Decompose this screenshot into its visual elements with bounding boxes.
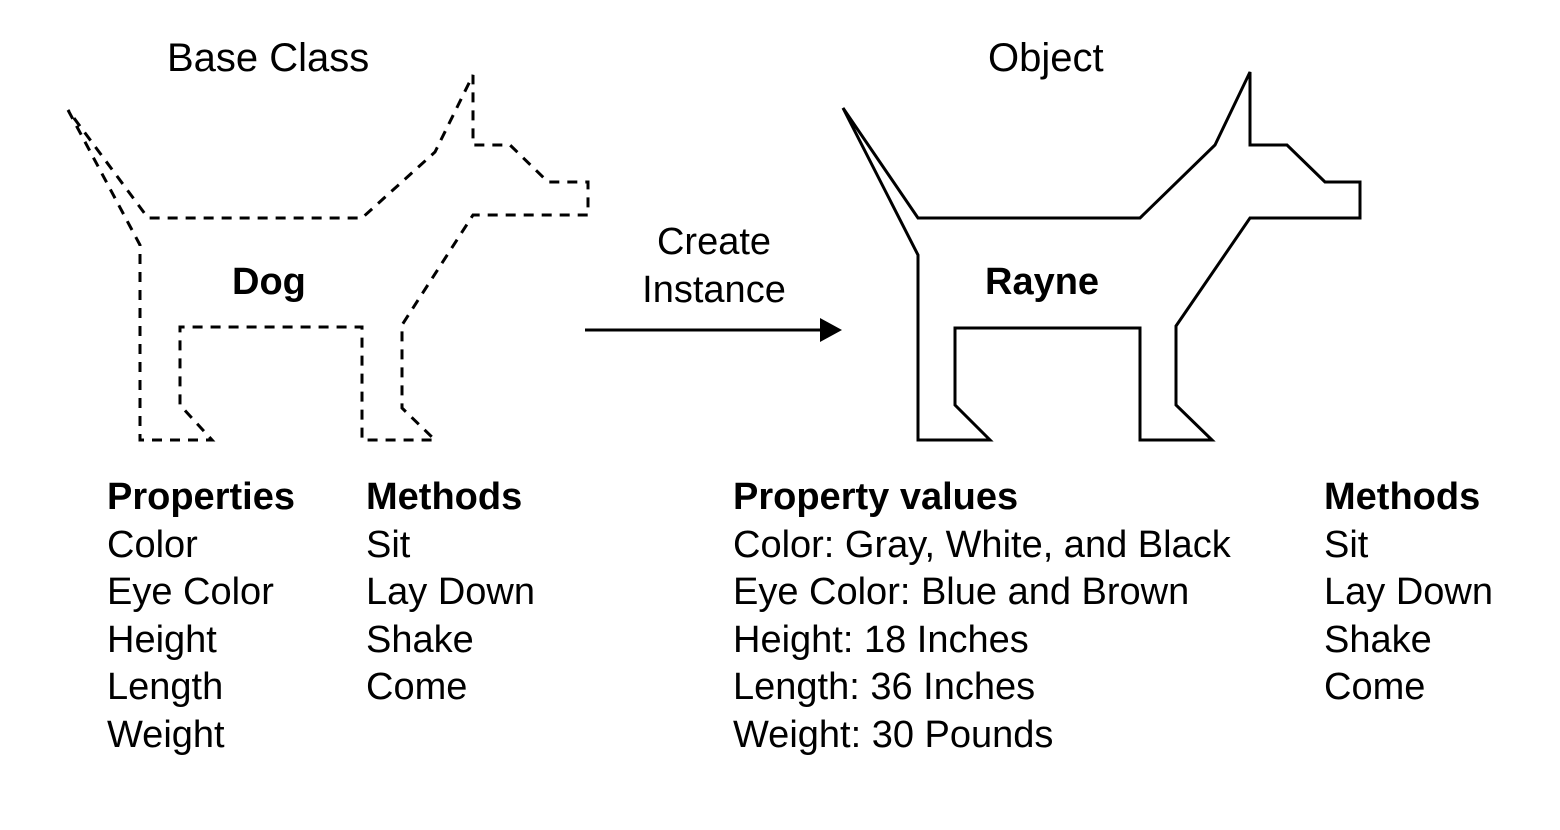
create-instance-arrow-head — [820, 318, 842, 342]
base-class-property-item: Eye Color — [107, 571, 274, 613]
create-instance-label-line1: Create — [656, 221, 772, 263]
create-instance-label-line2: Instance — [642, 269, 786, 311]
base-class-method-item: Lay Down — [366, 571, 535, 613]
base-class-methods-list: Methods Sit Lay Down Shake Come — [366, 474, 535, 712]
object-property-value-item: Height: 18 Inches — [733, 618, 1029, 661]
object-methods-list: Methods Sit Lay Down Shake Come — [1324, 474, 1493, 712]
base-class-property-item: Weight — [107, 713, 225, 756]
object-property-values-list: Property values Color: Gray, White, and … — [733, 474, 1231, 759]
base-class-property-item: Color — [107, 523, 198, 566]
object-property-value-item: Eye Color: Blue and Brown — [733, 571, 1190, 613]
base-class-name: Dog — [232, 261, 306, 303]
create-instance-label: Create Instance — [636, 218, 792, 314]
object-dog-outline — [841, 71, 1362, 442]
object-method-item: Come — [1324, 666, 1426, 708]
base-class-method-item: Sit — [366, 523, 411, 566]
object-caption: Object — [988, 36, 1104, 80]
base-class-caption: Base Class — [167, 36, 370, 80]
base-class-method-item: Come — [366, 666, 468, 708]
object-methods-heading: Methods — [1324, 476, 1481, 518]
object-method-item: Shake — [1324, 618, 1432, 661]
object-name: Rayne — [985, 261, 1100, 303]
object-method-item: Lay Down — [1324, 571, 1493, 613]
base-class-properties-list: Properties Color Eye Color Height Length… — [107, 474, 295, 759]
base-class-property-item: Length — [107, 666, 224, 708]
base-class-properties-heading: Properties — [107, 476, 295, 518]
object-method-item: Sit — [1324, 523, 1369, 566]
base-class-property-item: Height — [107, 618, 217, 661]
base-class-dog-outline — [66, 74, 590, 442]
object-property-value-item: Length: 36 Inches — [733, 666, 1036, 708]
object-property-value-item: Color: Gray, White, and Black — [733, 523, 1231, 566]
object-property-values-heading: Property values — [733, 476, 1019, 518]
base-class-method-item: Shake — [366, 618, 474, 661]
base-class-methods-heading: Methods — [366, 476, 523, 518]
object-property-value-item: Weight: 30 Pounds — [733, 713, 1054, 756]
